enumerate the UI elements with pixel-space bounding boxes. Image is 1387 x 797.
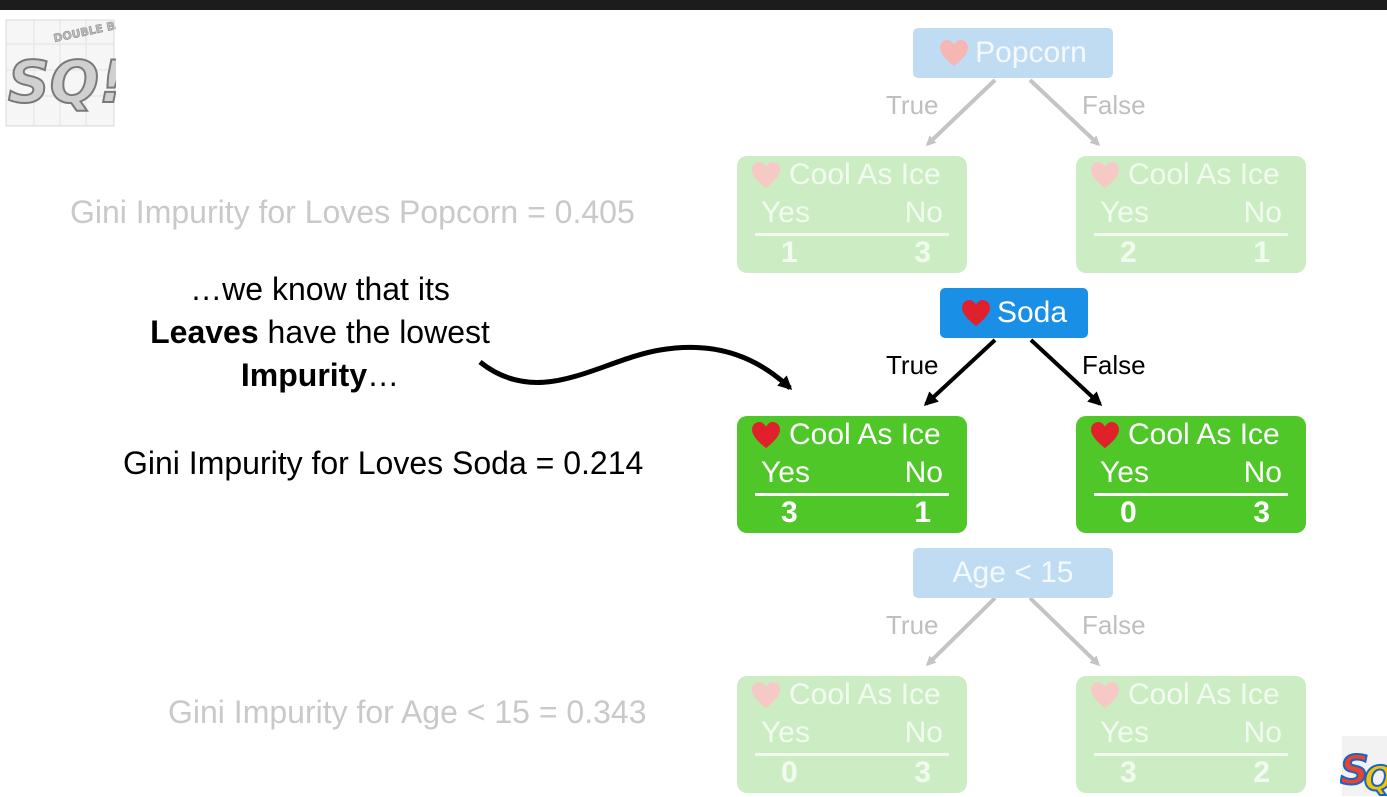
age-left-leaf: Cool As Ice Yes No 0 3 [737, 676, 967, 793]
leaf-divider [755, 753, 949, 756]
gini-age-text: Gini Impurity for Age < 15 = 0.343 [168, 694, 647, 730]
soda-false-label: False [1082, 350, 1146, 380]
heart-icon [752, 161, 780, 188]
statquest-corner-logo: S Q [1340, 736, 1387, 797]
leaf-divider [1094, 233, 1288, 236]
leaf-yes-count: 1 [781, 236, 798, 269]
leaf-yes-label: Yes [1100, 716, 1149, 749]
leaf-title: Cool As Ice [1128, 678, 1280, 711]
soda-true-label: True [886, 350, 939, 380]
caption-line-3: Impurity… [90, 354, 550, 397]
leaf-divider [755, 493, 949, 496]
leaf-yes-label: Yes [761, 716, 810, 749]
age-edges [925, 596, 1101, 667]
leaf-no-count: 3 [1253, 496, 1270, 529]
leaf-no-count: 3 [914, 756, 931, 789]
leaf-yes-label: Yes [1100, 456, 1149, 489]
heart-icon [752, 681, 780, 708]
leaf-yes-label: Yes [761, 456, 810, 489]
leaf-no-count: 3 [914, 236, 931, 269]
caption-line-3-rest: … [367, 357, 400, 393]
leaf-yes-count: 0 [781, 756, 798, 789]
leaf-no-label: No [1243, 196, 1282, 229]
leaf-yes-count: 2 [1120, 236, 1137, 269]
statquest-logo: SQ! DOUBLE BAM!! [5, 14, 116, 127]
soda-right-leaf: Cool As Ice Yes No 0 3 [1076, 416, 1306, 533]
leaf-no-count: 1 [914, 496, 931, 529]
heart-icon [1091, 421, 1119, 448]
leaf-yes-count: 3 [1120, 756, 1137, 789]
heart-icon [961, 299, 990, 326]
leaf-divider [1094, 493, 1288, 496]
leaf-no-label: No [904, 456, 943, 489]
svg-text:S: S [1340, 748, 1369, 794]
caption-impurity: Impurity [240, 357, 368, 393]
popcorn-left-leaf: Cool As Ice Yes No 1 3 [737, 156, 967, 273]
leaf-divider [1094, 753, 1288, 756]
leaf-yes-count: 3 [781, 496, 798, 529]
leaf-no-label: No [1243, 716, 1282, 749]
popcorn-true-label: True [886, 90, 939, 120]
caption-line-1: …we know that its [190, 271, 450, 307]
leaf-yes-label: Yes [1100, 196, 1149, 229]
popcorn-false-label: False [1082, 90, 1146, 120]
leaf-no-count: 2 [1253, 756, 1270, 789]
video-top-bar [0, 0, 1387, 10]
caption-line-2: Leaves have the lowest [90, 311, 550, 354]
svg-text:Q: Q [1364, 759, 1387, 797]
leaf-title: Cool As Ice [1128, 418, 1280, 451]
soda-root-node: Soda [940, 288, 1088, 338]
leaf-title: Cool As Ice [1128, 158, 1280, 191]
age-root-label: Age < 15 [952, 556, 1074, 589]
leaf-no-label: No [904, 716, 943, 749]
soda-left-leaf: Cool As Ice Yes No 3 1 [737, 416, 967, 533]
leaf-no-label: No [904, 196, 943, 229]
gini-popcorn-text: Gini Impurity for Loves Popcorn = 0.405 [70, 194, 635, 230]
age-false-label: False [1082, 610, 1146, 640]
popcorn-right-leaf: Cool As Ice Yes No 2 1 [1076, 156, 1306, 273]
popcorn-root-node: Popcorn [913, 28, 1113, 78]
soda-root-label: Soda [996, 296, 1068, 329]
popcorn-root-label: Popcorn [975, 36, 1087, 69]
leaf-yes-count: 0 [1120, 496, 1137, 529]
age-right-leaf: Cool As Ice Yes No 3 2 [1076, 676, 1306, 793]
heart-icon [1091, 681, 1119, 708]
heart-icon [1091, 161, 1119, 188]
heart-icon [752, 421, 780, 448]
soda-edges [923, 338, 1103, 407]
popcorn-edges [925, 78, 1101, 147]
caption-line-2-rest: have the lowest [258, 314, 490, 350]
age-true-label: True [886, 610, 939, 640]
leaf-no-label: No [1243, 456, 1282, 489]
caption-leaves: Leaves [150, 314, 259, 350]
leaf-no-count: 1 [1253, 236, 1270, 269]
logo-letters: SQ! [8, 48, 116, 116]
leaf-title: Cool As Ice [789, 678, 941, 711]
heart-icon [940, 39, 969, 66]
pointer-arrow [478, 344, 793, 391]
age-root-node: Age < 15 [913, 548, 1113, 598]
leaf-divider [755, 233, 949, 236]
gini-soda-text: Gini Impurity for Loves Soda = 0.214 [123, 445, 644, 481]
leaf-yes-label: Yes [761, 196, 810, 229]
leaf-title: Cool As Ice [789, 418, 941, 451]
narration-caption: …we know that its Leaves have the lowest… [90, 268, 550, 397]
leaf-title: Cool As Ice [789, 158, 941, 191]
